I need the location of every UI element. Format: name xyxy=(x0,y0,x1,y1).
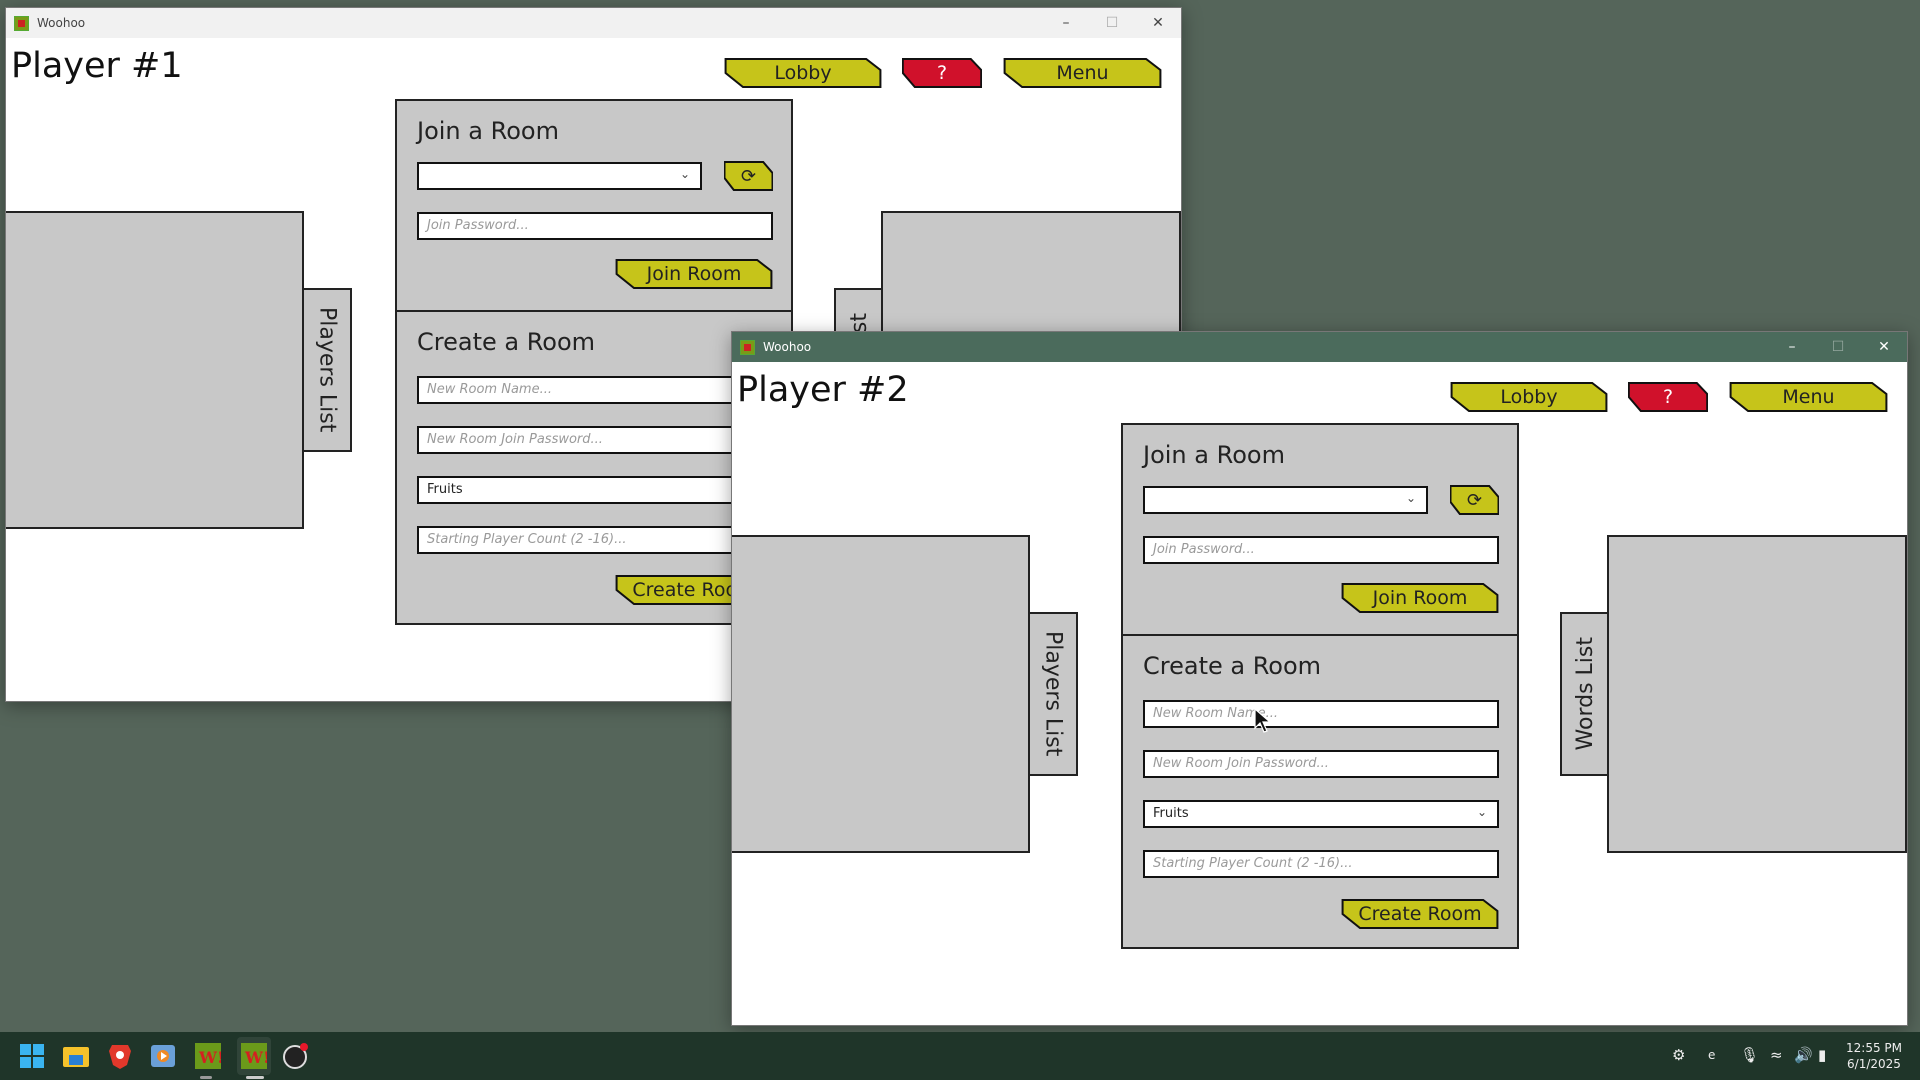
windows-start-icon[interactable] xyxy=(17,1041,47,1071)
help-label: ? xyxy=(1662,386,1674,408)
new-room-password-input[interactable]: New Room Join Password... xyxy=(1143,750,1499,778)
refresh-icon: ⟳ xyxy=(1466,489,1483,511)
svg-text:W!: W! xyxy=(198,1048,221,1067)
help-button[interactable]: ? xyxy=(1628,382,1708,412)
join-room-button[interactable]: Join Room xyxy=(615,259,773,289)
panel-divider xyxy=(397,310,791,312)
maximize-button[interactable]: ☐ xyxy=(1105,15,1119,31)
category-select[interactable]: Fruits⌄ xyxy=(417,476,773,504)
help-label: ? xyxy=(936,62,948,84)
category-value: Fruits xyxy=(427,482,463,497)
player-title: Player #2 xyxy=(737,370,909,410)
new-room-name-input[interactable]: New Room Name... xyxy=(1143,700,1499,728)
refresh-button[interactable]: ⟳ xyxy=(724,161,773,191)
join-room-label: Join Room xyxy=(1372,587,1468,609)
players-list-tab[interactable]: Players List xyxy=(1028,612,1078,776)
window-title: Woohoo xyxy=(763,340,812,354)
room-panel: Join a Room ⌄ ⟳ Join Password... Join Ro… xyxy=(1121,423,1519,949)
new-room-password-input[interactable]: New Room Join Password... xyxy=(417,426,773,454)
chevron-down-icon: ⌄ xyxy=(1476,805,1487,819)
close-button[interactable]: ✕ xyxy=(1878,339,1890,355)
chevron-down-icon: ⌄ xyxy=(679,167,690,181)
svg-text:W!: W! xyxy=(244,1048,267,1067)
window-player-2: Woohoo – ☐ ✕ Player #2 Lobby ? Menu Play… xyxy=(731,331,1908,1026)
lobby-label: Lobby xyxy=(774,62,832,84)
join-heading: Join a Room xyxy=(1143,441,1285,469)
category-select[interactable]: Fruits ⌄ xyxy=(1143,800,1499,828)
player-count-input[interactable]: Starting Player Count (2 -16)... xyxy=(417,526,773,554)
wifi-icon[interactable]: ≈ xyxy=(1770,1046,1783,1064)
title-bar[interactable]: Woohoo – ☐ ✕ xyxy=(732,332,1907,362)
players-list-label: Players List xyxy=(314,307,340,433)
running-indicator xyxy=(200,1076,212,1079)
words-list-tab[interactable]: Words List xyxy=(1560,612,1610,776)
clock-time: 12:55 PM xyxy=(1846,1041,1902,1055)
help-button[interactable]: ? xyxy=(902,58,982,88)
join-password-input[interactable]: Join Password... xyxy=(1143,536,1499,564)
refresh-icon: ⟳ xyxy=(740,165,757,187)
maximize-button[interactable]: ☐ xyxy=(1831,339,1845,355)
chevron-down-icon: ⌄ xyxy=(1405,491,1416,505)
words-list-panel xyxy=(1607,535,1907,853)
woohoo-app-icon-active[interactable]: W! xyxy=(237,1037,271,1075)
create-heading: Create a Room xyxy=(417,328,596,356)
menu-button[interactable]: Menu xyxy=(1003,58,1162,88)
room-panel: Join a Room ⌄ ⟳ Join Password... Join Ro… xyxy=(395,99,793,625)
players-list-panel xyxy=(732,535,1030,853)
taskbar: W! W! ⚙ e 🎙 ≈ 🔊 ▮ 12:55 PM 6/1/2025 xyxy=(0,1032,1920,1080)
menu-button[interactable]: Menu xyxy=(1729,382,1888,412)
lobby-button[interactable]: Lobby xyxy=(1450,382,1608,412)
room-select[interactable]: ⌄ xyxy=(1143,486,1428,514)
panel-divider xyxy=(1123,634,1517,636)
lobby-label: Lobby xyxy=(1500,386,1558,408)
minimize-button[interactable]: – xyxy=(1062,15,1070,31)
players-list-panel xyxy=(6,211,304,529)
new-room-name-input[interactable]: New Room Name... xyxy=(417,376,773,404)
player-title: Player #1 xyxy=(11,46,183,86)
menu-label: Menu xyxy=(1782,386,1835,408)
create-heading: Create a Room xyxy=(1143,652,1322,680)
join-room-button[interactable]: Join Room xyxy=(1341,583,1499,613)
battery-icon[interactable]: ▮ xyxy=(1818,1046,1827,1064)
join-password-input[interactable]: Join Password... xyxy=(417,212,773,240)
app-icon xyxy=(14,15,29,31)
brave-browser-icon[interactable] xyxy=(105,1041,135,1071)
join-room-label: Join Room xyxy=(646,263,742,285)
steam-tray-icon[interactable]: ⚙ xyxy=(1672,1046,1686,1064)
lobby-button[interactable]: Lobby xyxy=(724,58,882,88)
microphone-icon[interactable]: 🎙 xyxy=(1740,1046,1760,1064)
file-explorer-icon[interactable] xyxy=(61,1041,91,1071)
woohoo-app-icon[interactable]: W! xyxy=(193,1041,223,1071)
media-player-icon[interactable] xyxy=(148,1041,178,1071)
close-button[interactable]: ✕ xyxy=(1152,15,1164,31)
mouse-cursor-icon xyxy=(1254,708,1272,733)
refresh-button[interactable]: ⟳ xyxy=(1450,485,1499,515)
app-icon xyxy=(740,339,755,355)
title-bar[interactable]: Woohoo – ☐ ✕ xyxy=(6,8,1181,38)
obs-studio-icon[interactable] xyxy=(281,1041,311,1071)
create-room-label: Create Room xyxy=(632,579,756,601)
volume-icon[interactable]: 🔊 xyxy=(1794,1046,1813,1064)
tray-app-icon[interactable]: e xyxy=(1708,1048,1716,1062)
players-list-tab[interactable]: Players List xyxy=(302,288,352,452)
window-title: Woohoo xyxy=(37,16,86,30)
clock[interactable]: 12:55 PM 6/1/2025 xyxy=(1846,1040,1902,1072)
clock-date: 6/1/2025 xyxy=(1847,1057,1901,1071)
category-value: Fruits xyxy=(1153,806,1189,821)
window-client: Player #2 Lobby ? Menu Players List Word… xyxy=(732,362,1907,1025)
create-room-button[interactable]: Create Room xyxy=(1341,899,1499,929)
players-list-label: Players List xyxy=(1040,631,1066,757)
join-heading: Join a Room xyxy=(417,117,559,145)
player-count-input[interactable]: Starting Player Count (2 -16)... xyxy=(1143,850,1499,878)
words-list-label: Words List xyxy=(1572,637,1598,751)
room-select[interactable]: ⌄ xyxy=(417,162,702,190)
create-room-label: Create Room xyxy=(1358,903,1482,925)
active-indicator xyxy=(246,1076,264,1079)
minimize-button[interactable]: – xyxy=(1788,339,1796,355)
menu-label: Menu xyxy=(1056,62,1109,84)
